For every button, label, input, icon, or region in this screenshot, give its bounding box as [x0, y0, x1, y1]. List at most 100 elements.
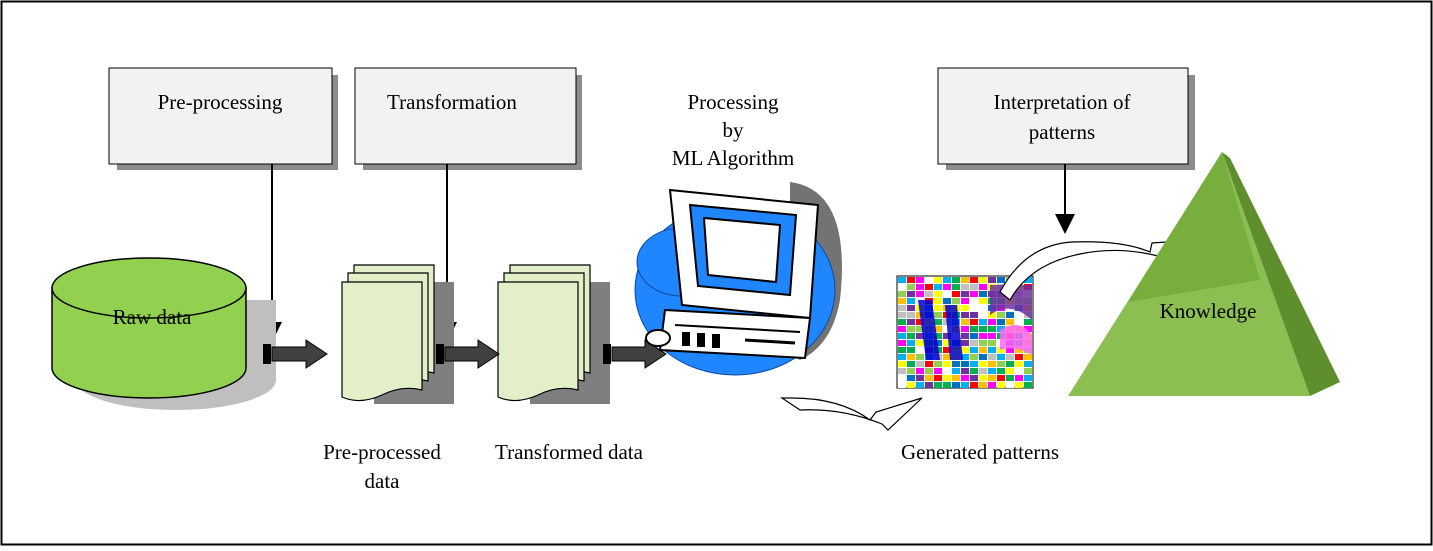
pattern-cell — [1024, 368, 1032, 374]
pattern-cell — [1024, 319, 1032, 325]
pattern-cell — [970, 305, 978, 311]
pattern-cell — [1015, 375, 1023, 381]
pattern-cell — [988, 333, 996, 339]
pattern-cell — [961, 375, 969, 381]
pattern-cell — [934, 298, 942, 304]
pattern-cell — [916, 291, 924, 297]
pattern-cell — [952, 277, 960, 283]
pattern-cell — [988, 326, 996, 332]
pattern-cell — [970, 326, 978, 332]
pattern-cell — [1006, 361, 1014, 367]
pattern-cell — [988, 340, 996, 346]
pattern-cell — [898, 319, 906, 325]
pattern-cell — [952, 291, 960, 297]
pattern-cell — [970, 284, 978, 290]
transformed-docs-stack — [497, 264, 610, 404]
pattern-cell — [988, 382, 996, 388]
pattern-cell — [898, 347, 906, 353]
pattern-cell — [997, 368, 1005, 374]
pattern-cell — [961, 298, 969, 304]
pattern-cell — [898, 305, 906, 311]
processing-label-line3: ML Algorithm — [672, 146, 794, 170]
pattern-cell — [907, 277, 915, 283]
pattern-cell — [925, 284, 933, 290]
pattern-cell — [943, 284, 951, 290]
preprocessing-box: Pre-processing — [108, 67, 338, 170]
knowledge-pyramid: Knowledge — [1068, 152, 1340, 396]
pattern-cell — [943, 277, 951, 283]
pattern-cell — [916, 277, 924, 283]
pattern-cell — [916, 333, 924, 339]
pattern-cell — [907, 333, 915, 339]
pattern-shape — [945, 305, 963, 360]
pattern-cell — [988, 347, 996, 353]
pattern-cell — [961, 319, 969, 325]
pattern-cell — [961, 368, 969, 374]
raw-data-label: Raw data — [113, 305, 192, 329]
pattern-cell — [961, 361, 969, 367]
pattern-cell — [907, 340, 915, 346]
pattern-cell — [979, 305, 987, 311]
pattern-cell — [970, 333, 978, 339]
pattern-cell — [1006, 375, 1014, 381]
pattern-cell — [898, 375, 906, 381]
pattern-cell — [916, 319, 924, 325]
computer-icon — [634, 182, 842, 376]
pattern-cell — [916, 361, 924, 367]
pattern-cell — [943, 298, 951, 304]
pattern-cell — [943, 326, 951, 332]
pattern-cell — [943, 368, 951, 374]
pattern-cell — [943, 354, 951, 360]
pattern-cell — [1024, 361, 1032, 367]
pattern-cell — [934, 284, 942, 290]
knowledge-label: Knowledge — [1160, 299, 1257, 323]
pattern-cell — [970, 375, 978, 381]
pattern-cell — [907, 382, 915, 388]
transformation-label: Transformation — [387, 90, 517, 114]
pattern-cell — [952, 284, 960, 290]
pattern-cell — [997, 361, 1005, 367]
pattern-cell — [952, 361, 960, 367]
transformation-box: Transformation — [354, 67, 582, 170]
pattern-cell — [898, 291, 906, 297]
pattern-cell — [979, 375, 987, 381]
pattern-cell — [934, 291, 942, 297]
pattern-cell — [979, 347, 987, 353]
pattern-cell — [907, 326, 915, 332]
pattern-cell — [907, 284, 915, 290]
processing-label-line1: Processing — [688, 90, 779, 114]
pattern-cell — [1006, 382, 1014, 388]
pattern-cell — [979, 354, 987, 360]
pattern-cell — [979, 291, 987, 297]
interpretation-label-line2: patterns — [1029, 120, 1095, 144]
arrow-preprocessed-to-transformed — [436, 339, 500, 369]
pattern-cell — [916, 347, 924, 353]
pattern-cell — [898, 382, 906, 388]
pattern-cell — [997, 375, 1005, 381]
pattern-cell — [997, 354, 1005, 360]
pattern-cell — [961, 291, 969, 297]
pattern-cell — [1006, 368, 1014, 374]
interpretation-box: Interpretation of patterns — [937, 67, 1195, 170]
pattern-cell — [934, 375, 942, 381]
pattern-cell — [979, 361, 987, 367]
pattern-cell — [970, 277, 978, 283]
pattern-shape — [1000, 325, 1032, 355]
pattern-cell — [952, 382, 960, 388]
pattern-cell — [970, 340, 978, 346]
transformed-data-label: Transformed data — [495, 440, 644, 464]
pattern-cell — [907, 375, 915, 381]
pattern-cell — [970, 382, 978, 388]
pattern-cell — [961, 382, 969, 388]
pattern-cell — [979, 284, 987, 290]
pattern-cell — [961, 305, 969, 311]
raw-data-cylinder: Raw data — [51, 257, 276, 410]
pattern-cell — [916, 340, 924, 346]
pattern-cell — [988, 319, 996, 325]
pattern-cell — [988, 312, 996, 318]
arrow-transformed-to-processing — [603, 339, 667, 369]
pattern-cell — [1006, 354, 1014, 360]
pattern-cell — [997, 347, 1005, 353]
pattern-cell — [1015, 354, 1023, 360]
pattern-cell — [1015, 361, 1023, 367]
